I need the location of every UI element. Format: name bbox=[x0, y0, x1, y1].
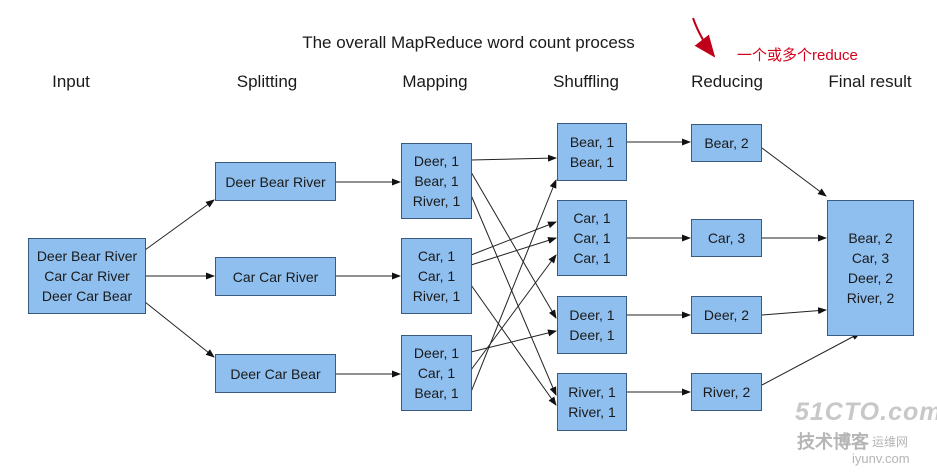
reduce-pair: Car, 3 bbox=[707, 230, 746, 246]
edge-reduce-final-bear bbox=[761, 147, 827, 197]
input-box: Deer Bear River Car Car River Deer Car B… bbox=[28, 238, 146, 314]
edge-input-split1 bbox=[144, 199, 215, 251]
map-pair: Deer, 1 bbox=[413, 345, 460, 361]
edge-reduce-final-river bbox=[761, 332, 861, 386]
reduce-box-river: River, 2 bbox=[691, 373, 762, 411]
map-pair: River, 1 bbox=[412, 288, 461, 304]
stage-shuffling: Shuffling bbox=[553, 72, 619, 91]
shuffle-pair: River, 1 bbox=[568, 384, 616, 400]
red-arrow-icon bbox=[692, 17, 716, 58]
map-pair: Car, 1 bbox=[417, 268, 456, 284]
edge-map2-car-b bbox=[470, 237, 557, 266]
map-pair: Car, 1 bbox=[417, 365, 456, 381]
map-pair: Car, 1 bbox=[417, 248, 456, 264]
map-pair: River, 1 bbox=[412, 193, 461, 209]
shuffle-pair: Bear, 1 bbox=[569, 154, 615, 170]
final-pair: Car, 3 bbox=[851, 250, 890, 266]
reduce-box-bear: Bear, 2 bbox=[691, 124, 762, 162]
edge-map3-deer bbox=[470, 329, 557, 353]
edge-input-split3 bbox=[144, 301, 215, 358]
stage-final: Final result bbox=[828, 72, 912, 91]
edge-map1-bear bbox=[470, 154, 557, 162]
input-line: Car Car River bbox=[44, 268, 130, 284]
final-pair: Bear, 2 bbox=[848, 230, 893, 246]
reduce-pair: Bear, 2 bbox=[704, 135, 749, 151]
shuffle-pair: Deer, 1 bbox=[569, 307, 615, 323]
edge-map1-deer bbox=[470, 171, 557, 319]
final-pair: Deer, 2 bbox=[847, 270, 894, 286]
shuffle-box-car: Car, 1 Car, 1 Car, 1 bbox=[557, 200, 627, 276]
annotation-text: 一个或多个reduce bbox=[737, 47, 858, 64]
reduce-box-car: Car, 3 bbox=[691, 219, 762, 257]
split-box-1: Deer Bear River bbox=[215, 162, 336, 201]
reduce-pair: Deer, 2 bbox=[703, 307, 750, 323]
map-pair: Deer, 1 bbox=[413, 153, 460, 169]
watermark-domain: iyunv.com bbox=[852, 451, 910, 466]
reduce-pair: River, 2 bbox=[702, 384, 751, 400]
shuffle-box-bear: Bear, 1 Bear, 1 bbox=[557, 123, 627, 181]
reduce-box-deer: Deer, 2 bbox=[691, 296, 762, 334]
diagram-title: The overall MapReduce word count process bbox=[302, 33, 635, 52]
map-box-1: Deer, 1 Bear, 1 River, 1 bbox=[401, 143, 472, 219]
edge-map1-river bbox=[470, 194, 557, 396]
shuffle-pair: Car, 1 bbox=[573, 230, 611, 246]
map-pair: Bear, 1 bbox=[414, 385, 459, 401]
edge-reduce-final-deer bbox=[761, 307, 827, 316]
edge-map2-car-a bbox=[470, 221, 557, 256]
edge-map3-car bbox=[470, 254, 557, 371]
input-line: Deer Car Bear bbox=[41, 288, 133, 304]
shuffle-box-river: River, 1 River, 1 bbox=[557, 373, 627, 431]
shuffle-box-deer: Deer, 1 Deer, 1 bbox=[557, 296, 627, 354]
shuffle-pair: River, 1 bbox=[568, 404, 616, 420]
split-text: Deer Car Bear bbox=[230, 365, 321, 382]
final-result-box: Bear, 2 Car, 3 Deer, 2 River, 2 bbox=[827, 200, 914, 336]
stage-mapping: Mapping bbox=[402, 72, 468, 91]
final-pair: River, 2 bbox=[846, 290, 895, 306]
split-text: Car Car River bbox=[232, 268, 319, 285]
map-box-3: Deer, 1 Car, 1 Bear, 1 bbox=[401, 335, 472, 411]
stage-reducing: Reducing bbox=[691, 72, 763, 91]
edge-map2-river bbox=[470, 284, 557, 406]
split-text: Deer Bear River bbox=[225, 173, 326, 190]
split-box-2: Car Car River bbox=[215, 257, 336, 296]
map-pair: Bear, 1 bbox=[414, 173, 459, 189]
input-line: Deer Bear River bbox=[36, 248, 138, 264]
shuffle-pair: Car, 1 bbox=[573, 210, 611, 226]
shuffle-pair: Deer, 1 bbox=[569, 327, 615, 343]
shuffle-pair: Car, 1 bbox=[573, 250, 611, 266]
watermark-ops: 运维网 bbox=[872, 435, 909, 449]
shuffle-pair: Bear, 1 bbox=[569, 134, 615, 150]
map-box-2: Car, 1 Car, 1 River, 1 bbox=[401, 238, 472, 314]
stage-input: Input bbox=[52, 72, 90, 91]
edge-map3-bear bbox=[470, 179, 557, 393]
split-box-3: Deer Car Bear bbox=[215, 354, 336, 393]
stage-splitting: Splitting bbox=[236, 72, 298, 91]
watermark-site: 51CTO.com bbox=[795, 398, 937, 426]
watermark-blog: 技术博客 bbox=[797, 432, 869, 452]
